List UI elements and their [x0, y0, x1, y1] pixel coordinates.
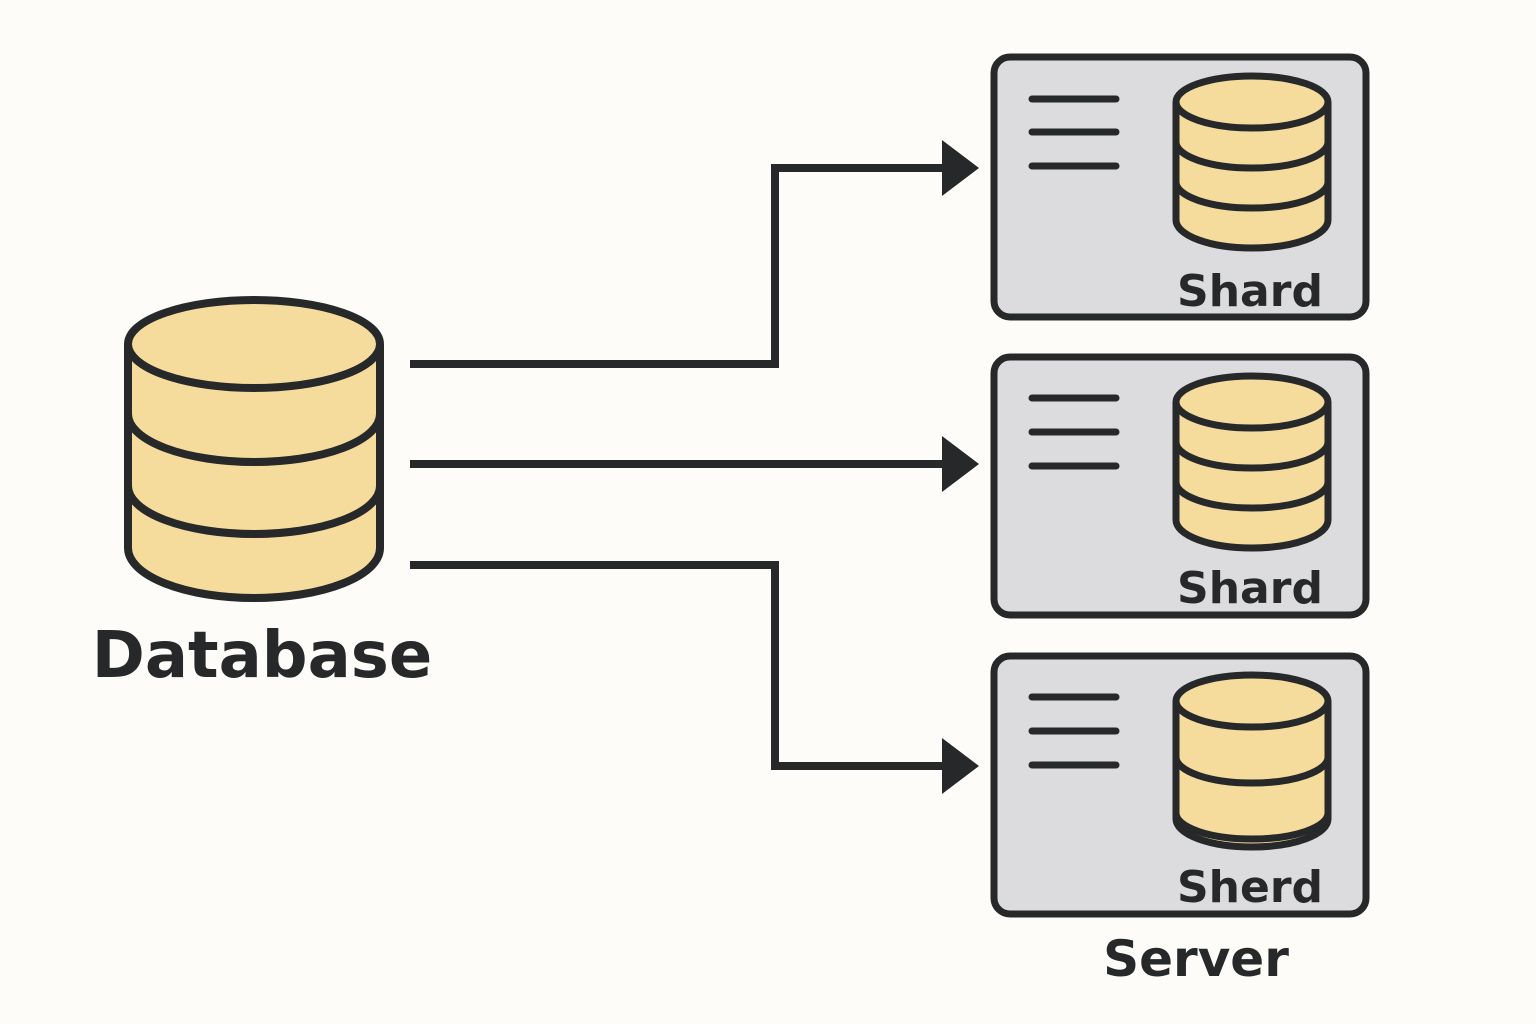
- menu-lines-icon: [1028, 693, 1120, 769]
- shard-cylinder-icon: [1172, 372, 1332, 552]
- menu-lines-icon: [1028, 95, 1120, 170]
- arrow-to-server-2: [410, 436, 979, 492]
- shard-label: Shard: [1177, 563, 1323, 614]
- server-label: Server: [1103, 930, 1289, 988]
- menu-lines-icon: [1028, 394, 1120, 470]
- shard-label: Shard: [1177, 266, 1323, 317]
- server-box-1: Shard: [990, 53, 1370, 321]
- arrow-to-server-1: [410, 140, 979, 368]
- server-box-2: Shard: [990, 353, 1370, 619]
- database-cylinder-icon: [124, 296, 384, 602]
- server-box-3: Sherd: [990, 652, 1370, 918]
- database-label: Database: [92, 619, 433, 693]
- arrow-to-server-3: [410, 561, 979, 794]
- connection-arrows: [410, 140, 979, 794]
- shard-cylinder-icon: [1172, 72, 1332, 252]
- shard-label: Sherd: [1177, 862, 1323, 913]
- shard-cylinder-icon: [1172, 671, 1332, 851]
